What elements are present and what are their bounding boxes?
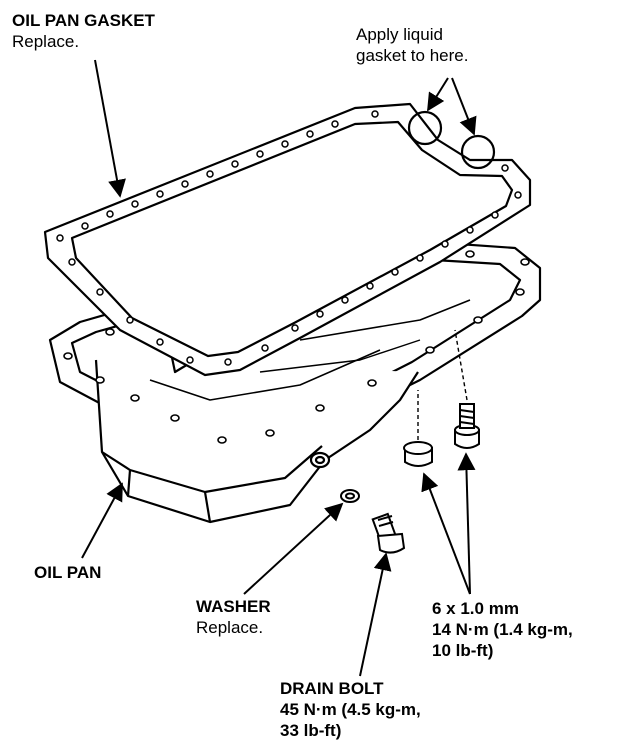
arrow-oil-pan-gasket [94,59,126,198]
arrow-liquid-gasket-1 [427,77,449,112]
label-line: Apply liquid [356,25,443,44]
leader-lines [81,59,477,677]
label-line: gasket to here. [356,46,469,65]
label-pan-bolt: 6 x 1.0 mm 14 N·m (1.4 kg-m, 10 lb-ft) [432,598,573,661]
label-drain-bolt: DRAIN BOLT 45 N·m (4.5 kg-m, 33 lb-ft) [280,678,421,741]
arrow-oil-pan [81,482,123,559]
label-line: 10 lb-ft) [432,641,494,660]
drain-bolt-part [371,512,406,554]
label-washer: WASHER Replace. [196,596,271,638]
arrow-washer [243,502,344,595]
pan-bolts [403,329,480,467]
label-note: Replace. [12,32,80,51]
arrow-pan-bolt-1 [421,472,471,595]
washer-part [340,489,360,503]
arrow-drain-bolt [359,552,392,677]
label-line: 14 N·m (1.4 kg-m, [432,620,573,639]
label-note: Replace. [196,618,264,637]
arrow-liquid-gasket-2 [451,77,477,136]
label-oil-pan-gasket: OIL PAN GASKET Replace. [12,10,155,52]
arrow-pan-bolt-2 [457,452,476,595]
label-line: 6 x 1.0 mm [432,599,519,618]
label-line: 33 lb-ft) [280,721,342,740]
oil-pan-gasket [43,102,532,377]
label-title: DRAIN BOLT [280,679,384,698]
oil-pan [48,236,542,524]
label-line: 45 N·m (4.5 kg-m, [280,700,421,719]
label-oil-pan: OIL PAN [34,563,102,582]
label-liquid-gasket: Apply liquid gasket to here. [356,24,468,66]
label-title: OIL PAN GASKET [12,11,155,30]
label-title: WASHER [196,597,271,616]
